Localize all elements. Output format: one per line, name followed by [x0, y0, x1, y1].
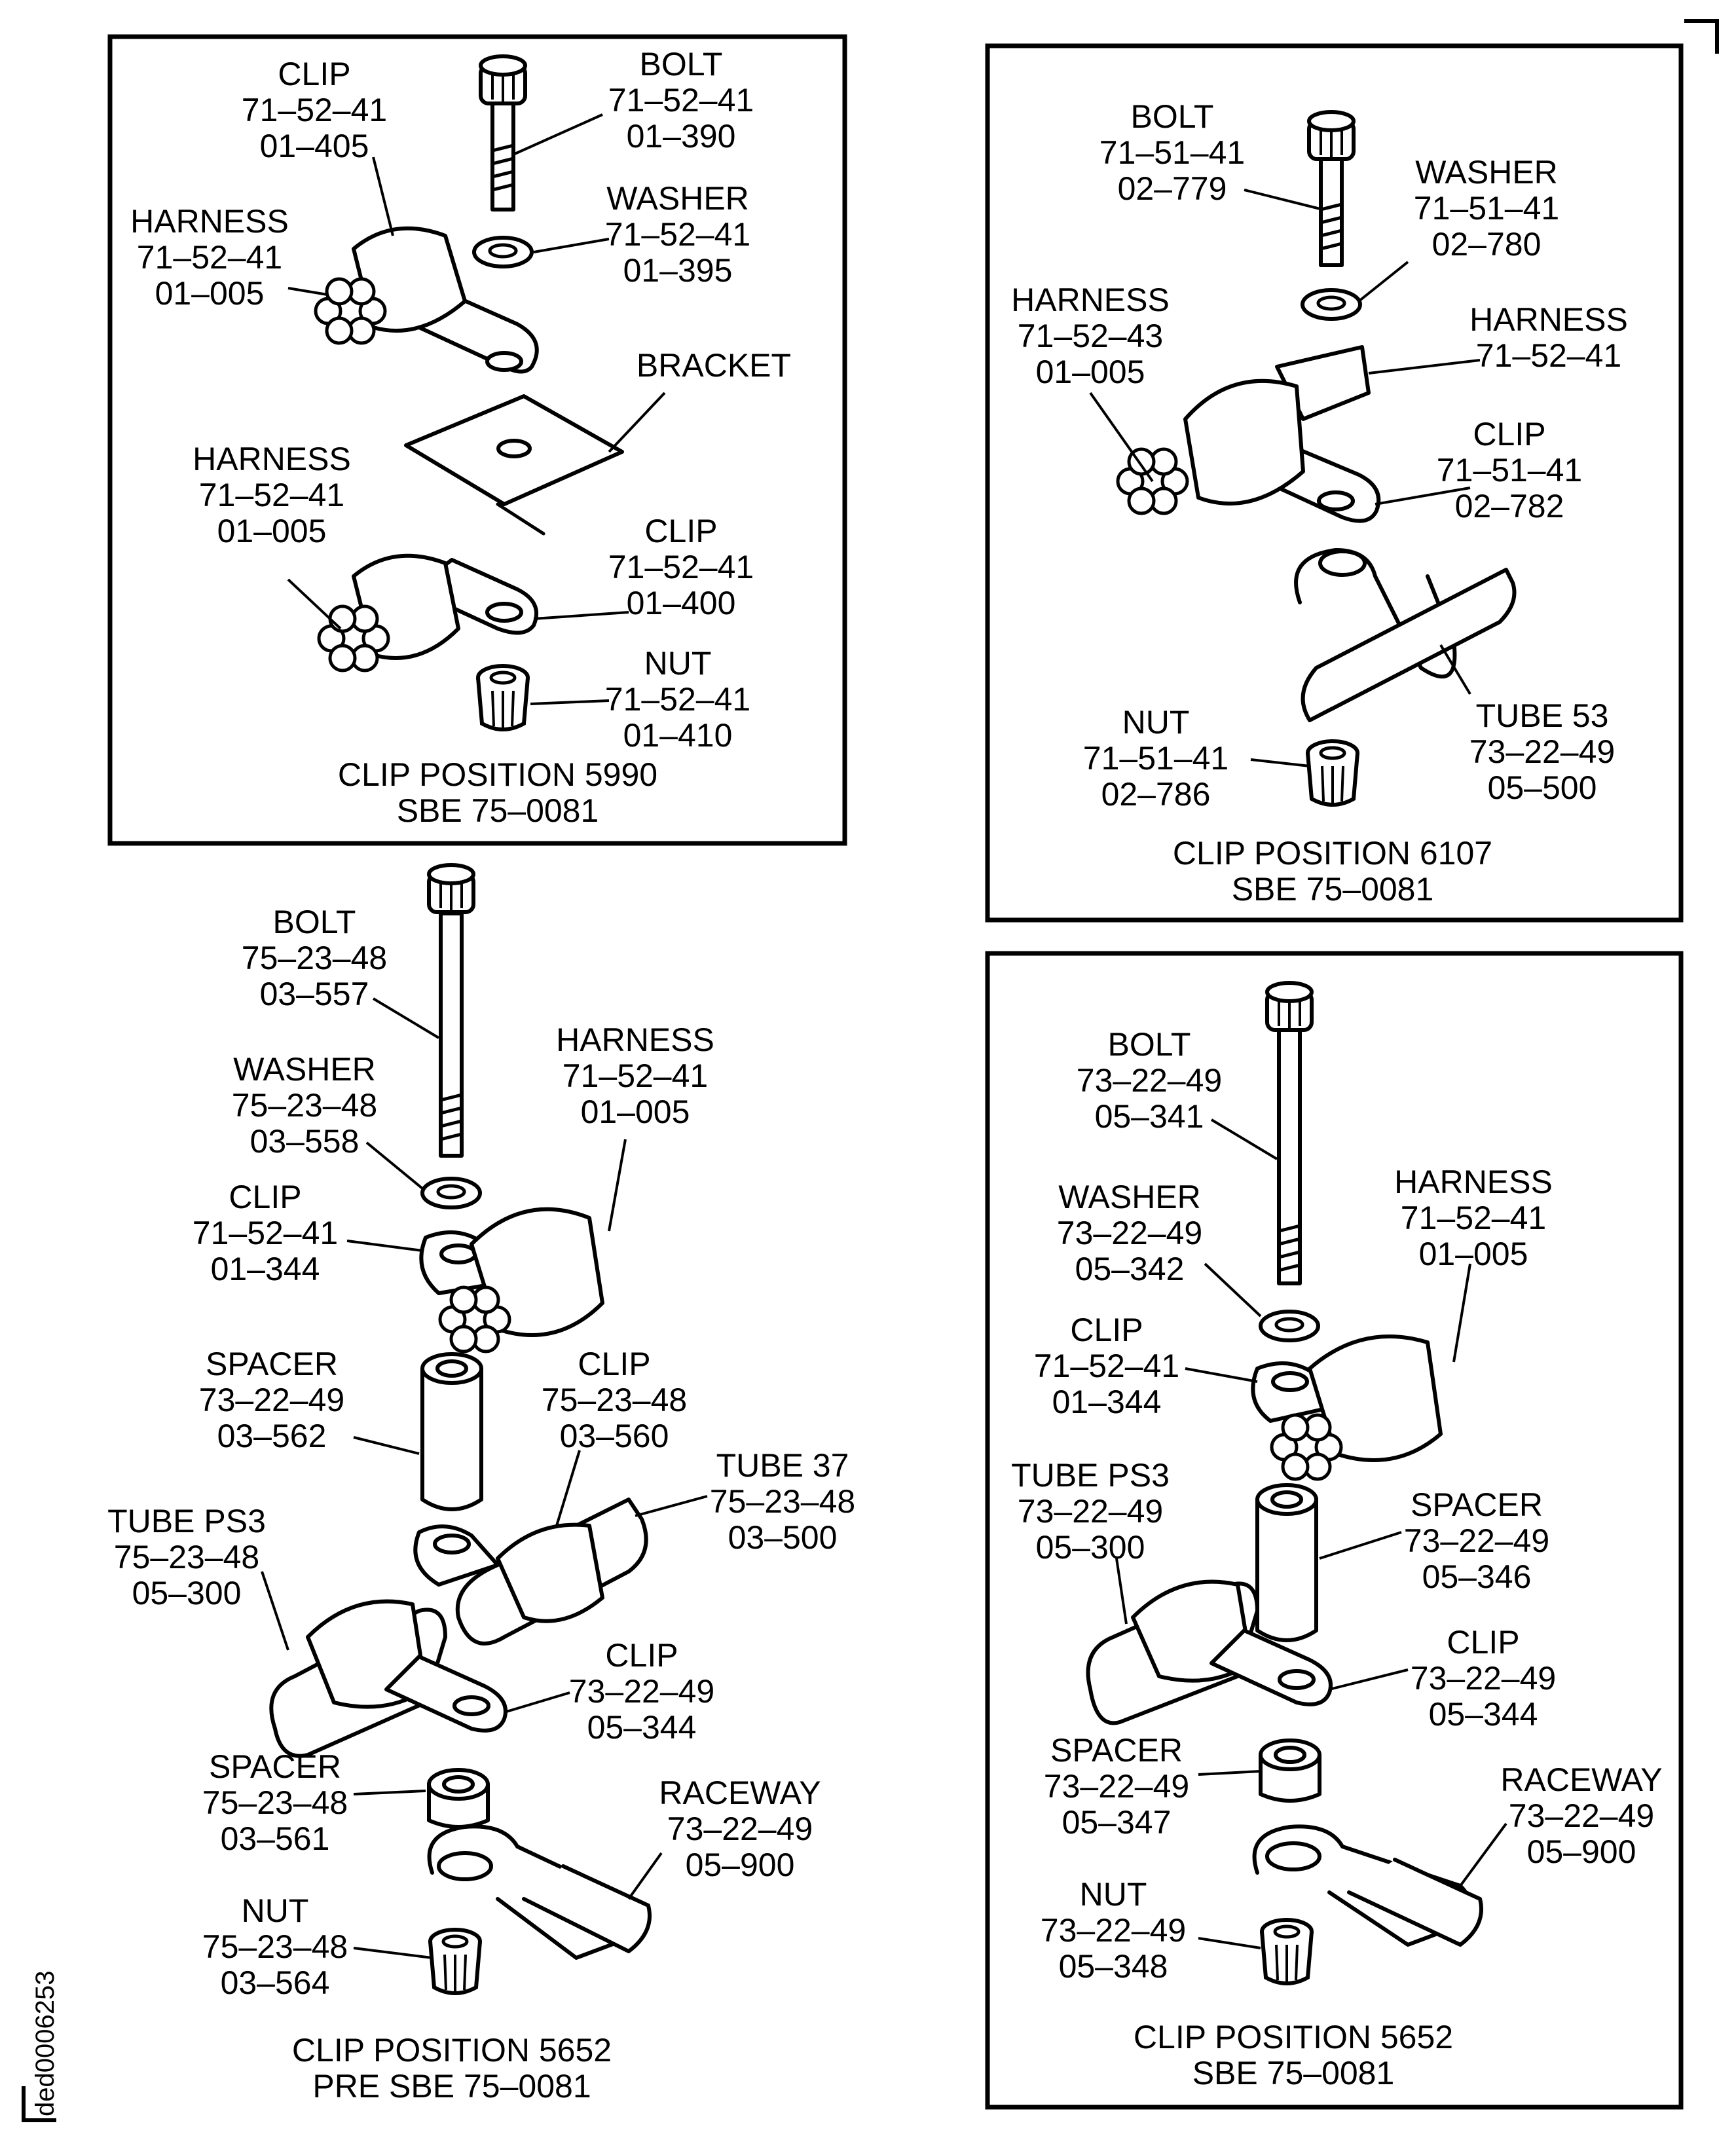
- clip-saddle: [1308, 1334, 1443, 1462]
- clip-saddle: [470, 1207, 604, 1337]
- panel-5652-pre-parts: [269, 865, 652, 1993]
- panel-6107-leaders: [1089, 189, 1481, 767]
- panel-5652-pre-leaders: [261, 997, 708, 1959]
- harness-bundle-icon: [316, 279, 385, 343]
- bracket-hole: [496, 439, 532, 458]
- crop-mark-top-right: [1684, 19, 1719, 54]
- washer-icon: [422, 1179, 480, 1207]
- bolt-head: [1309, 112, 1354, 159]
- bolt-shank: [490, 100, 515, 212]
- label-bracket: BRACKET: [637, 347, 791, 384]
- document-id: ded0006253: [31, 1971, 60, 2116]
- clip-bolt-hole: [485, 351, 523, 372]
- panel-5652-leaders: [1115, 1118, 1507, 1949]
- washer-icon: [474, 238, 532, 267]
- clip-saddle: [1183, 378, 1305, 506]
- bolt-head: [1267, 983, 1312, 1030]
- panel-5990-leaders: [287, 113, 666, 705]
- panel-frame-5652: [985, 951, 1684, 2110]
- nut-icon: [1308, 741, 1357, 805]
- spacer-tube: [1255, 1498, 1318, 1642]
- harness-bundle-icon: [1272, 1415, 1341, 1479]
- washer-icon: [1261, 1312, 1318, 1340]
- harness-bundle-icon: [440, 1287, 509, 1352]
- bolt-head: [429, 865, 473, 912]
- harness-bundle-icon-lower: [319, 606, 388, 671]
- bolt-shank: [439, 911, 464, 1158]
- crop-mark-bottom-left: [22, 2086, 56, 2122]
- bolt-head: [481, 56, 525, 103]
- spacer-tube: [420, 1367, 483, 1511]
- panel-frame-5990: [107, 34, 847, 846]
- panel-frame-6107: [985, 43, 1684, 923]
- nut-icon: [430, 1930, 480, 1993]
- washer-icon: [1302, 290, 1360, 319]
- bolt-shank: [1277, 1026, 1302, 1285]
- panel-5652-parts: [1086, 983, 1483, 1983]
- nut-icon: [1262, 1920, 1312, 1983]
- panel-6107-parts: [1118, 112, 1517, 805]
- panel-5990-parts: [316, 56, 624, 729]
- tube-53: [1301, 568, 1517, 722]
- nut-icon: [478, 666, 528, 729]
